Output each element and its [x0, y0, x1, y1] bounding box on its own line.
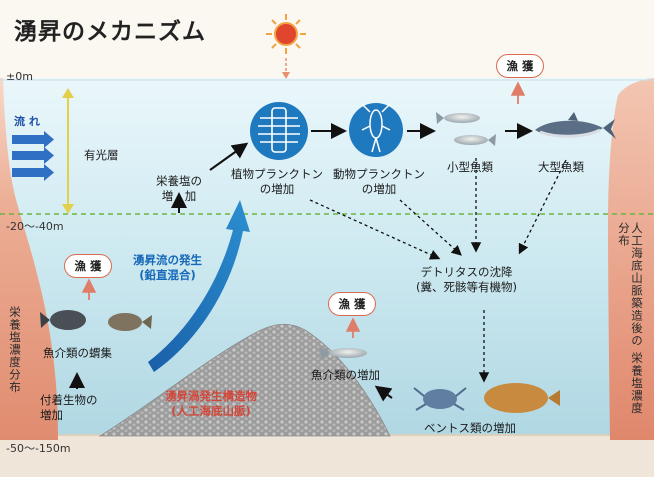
nutrients-line-1: 栄養塩の — [156, 174, 202, 188]
sun-icon — [266, 14, 306, 54]
large-fish-label: 大型魚類 — [538, 160, 584, 174]
fishing-bubble-left: 漁 獲 — [64, 254, 112, 278]
left-bar-label: 栄養塩濃度分布 — [8, 306, 22, 394]
zooplankton-icon — [349, 103, 403, 157]
photic-layer-label: 有光層 — [84, 148, 119, 162]
nutrients-label: 栄養塩の 増 加 — [156, 174, 202, 204]
fishing-bubble-middle: 漁 獲 — [328, 292, 376, 316]
phytoplankton-line-1: 植物プランクトン — [231, 167, 323, 181]
fish-increase-label: 魚介類の増加 — [311, 368, 380, 382]
artificial-seamount — [98, 323, 391, 437]
left-nutrient-bar — [0, 78, 58, 440]
zooplankton-line-1: 動物プランクトン — [333, 167, 425, 181]
structure-line-1: 湧昇渦発生構造物 — [165, 389, 257, 403]
small-fish-label: 小型魚類 — [447, 160, 493, 174]
depth-label-surface: ±0m — [6, 70, 33, 83]
right-nutrient-bar — [608, 78, 654, 440]
large-fish-icon — [535, 112, 616, 139]
structure-label: 湧昇渦発生構造物 (人工海底山脈) — [165, 389, 257, 419]
fishing-bubble-top: 漁 獲 — [496, 54, 544, 78]
structure-line-2: (人工海底山脈) — [171, 404, 251, 418]
depth-label-seabed: -50〜-150m — [6, 442, 71, 455]
attached-line-1: 付着生物の — [40, 393, 98, 407]
increasing-fish-icon — [320, 347, 367, 359]
upwelling-line-2: (鉛直混合) — [139, 268, 196, 282]
depth-label-photic: -20〜-40m — [6, 220, 64, 233]
fish-gathering-label: 魚介類の蝟集 — [43, 346, 112, 360]
benthos-label: ベントス類の増加 — [424, 421, 516, 435]
crab-icon — [413, 387, 467, 411]
small-fish-icon — [436, 112, 496, 146]
nutrients-line-2: 増 加 — [161, 189, 197, 203]
flatfish-icon — [484, 383, 560, 413]
seabed-band — [0, 434, 654, 477]
upwelling-line-1: 湧昇流の発生 — [133, 253, 202, 267]
detritus-label: デトリタスの沈降 (糞、死骸等有機物) — [416, 265, 517, 295]
right-bar-line-1: 人工海底山脈築造後の — [630, 222, 644, 347]
current-arrows — [12, 131, 54, 181]
phytoplankton-icon — [250, 102, 308, 160]
detritus-line-1: デトリタスの沈降 — [420, 265, 513, 279]
upwelling-label: 湧昇流の発生 (鉛直混合) — [133, 253, 202, 283]
attached-line-2: 増加 — [40, 408, 63, 422]
zooplankton-label: 動物プランクトン の増加 — [333, 167, 425, 197]
right-bar-label: 人工海底山脈築造後の 栄養塩濃度分布 — [617, 222, 644, 422]
upwelling-arrow — [148, 200, 250, 372]
attached-organisms-label: 付着生物の 増加 — [40, 393, 98, 423]
gathering-fish-icon — [40, 310, 152, 331]
zooplankton-line-2: の増加 — [361, 182, 397, 196]
detritus-line-2: (糞、死骸等有機物) — [416, 280, 517, 294]
current-label: 流 れ — [14, 115, 40, 128]
phytoplankton-line-2: の増加 — [259, 182, 295, 196]
phytoplankton-label: 植物プランクトン の増加 — [231, 167, 323, 197]
page-title: 湧昇のメカニズム — [14, 19, 206, 45]
right-bar-line-2: 栄養塩濃度分布 — [617, 222, 644, 415]
